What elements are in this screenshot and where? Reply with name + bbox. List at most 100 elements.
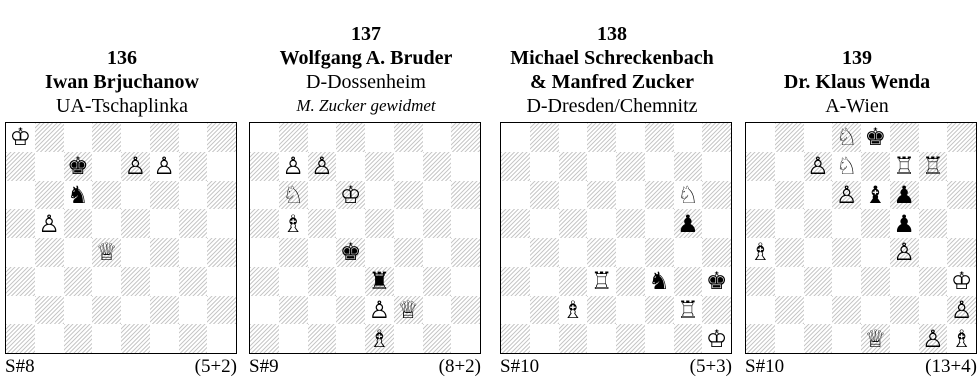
board-square bbox=[775, 238, 804, 267]
board-square bbox=[451, 181, 480, 210]
board-square bbox=[530, 181, 559, 210]
board-square bbox=[250, 267, 279, 296]
board-square bbox=[530, 296, 559, 325]
board-square bbox=[559, 324, 588, 353]
board-square bbox=[394, 267, 423, 296]
board-square bbox=[451, 296, 480, 325]
white-bishop-icon: ♗ bbox=[365, 324, 394, 353]
problem-author-line2: & Manfred Zucker bbox=[530, 70, 694, 94]
board-square bbox=[775, 152, 804, 181]
board-square bbox=[121, 181, 150, 210]
board-square bbox=[308, 296, 337, 325]
board-square bbox=[775, 296, 804, 325]
board-square bbox=[804, 181, 833, 210]
board-square bbox=[179, 209, 208, 238]
board-square bbox=[775, 209, 804, 238]
board-square bbox=[423, 152, 452, 181]
board-square bbox=[121, 238, 150, 267]
board-square bbox=[775, 181, 804, 210]
board-square bbox=[423, 181, 452, 210]
board-square bbox=[947, 209, 976, 238]
board-square bbox=[179, 123, 208, 152]
board-square bbox=[365, 181, 394, 210]
board-square bbox=[150, 296, 179, 325]
board-square bbox=[394, 324, 423, 353]
white-pawn-icon: ♙ bbox=[279, 152, 308, 181]
board-square bbox=[92, 152, 121, 181]
black-bishop-icon: ♝ bbox=[861, 181, 890, 210]
board-square bbox=[150, 267, 179, 296]
board-square bbox=[179, 181, 208, 210]
white-knight-icon: ♘ bbox=[832, 152, 861, 181]
piece-count: (13+4) bbox=[925, 356, 977, 378]
board-square bbox=[746, 267, 775, 296]
black-rook-icon: ♜ bbox=[365, 267, 394, 296]
board-square bbox=[587, 296, 616, 325]
board-square bbox=[35, 181, 64, 210]
board-square bbox=[35, 267, 64, 296]
black-king-icon: ♚ bbox=[336, 238, 365, 267]
board-square bbox=[423, 296, 452, 325]
board-square bbox=[336, 152, 365, 181]
board-square bbox=[6, 296, 35, 325]
board-square bbox=[179, 296, 208, 325]
board-square bbox=[394, 209, 423, 238]
black-king-icon: ♚ bbox=[702, 267, 731, 296]
board-square bbox=[250, 181, 279, 210]
white-pawn-icon: ♙ bbox=[832, 181, 861, 210]
board-square bbox=[501, 324, 530, 353]
board-square bbox=[616, 324, 645, 353]
board-square bbox=[250, 324, 279, 353]
board-square bbox=[250, 238, 279, 267]
board-square bbox=[250, 209, 279, 238]
board-square bbox=[6, 324, 35, 353]
board-square bbox=[207, 296, 236, 325]
white-pawn-icon: ♙ bbox=[365, 296, 394, 325]
white-bishop-icon: ♗ bbox=[746, 238, 775, 267]
board-square bbox=[616, 152, 645, 181]
board-square bbox=[64, 324, 93, 353]
board-square bbox=[645, 123, 674, 152]
board-square bbox=[559, 209, 588, 238]
white-bishop-icon: ♗ bbox=[947, 324, 976, 353]
board-square bbox=[6, 209, 35, 238]
board-square bbox=[501, 123, 530, 152]
board-square bbox=[250, 152, 279, 181]
board-square bbox=[919, 181, 948, 210]
board-square bbox=[616, 181, 645, 210]
board-square bbox=[645, 181, 674, 210]
board-square bbox=[746, 324, 775, 353]
board-square bbox=[947, 238, 976, 267]
white-king-icon: ♔ bbox=[947, 267, 976, 296]
board-square bbox=[6, 152, 35, 181]
board-square bbox=[92, 123, 121, 152]
black-knight-icon: ♞ bbox=[64, 181, 93, 210]
board-square bbox=[64, 267, 93, 296]
board-square bbox=[804, 123, 833, 152]
board-square bbox=[279, 238, 308, 267]
board-square bbox=[702, 296, 731, 325]
board-square bbox=[394, 152, 423, 181]
board-square bbox=[92, 267, 121, 296]
board-square bbox=[530, 123, 559, 152]
board-square bbox=[279, 296, 308, 325]
problem-footer: S#10 (5+3) bbox=[500, 356, 732, 378]
board-square bbox=[530, 238, 559, 267]
board-square bbox=[919, 209, 948, 238]
board-square bbox=[804, 209, 833, 238]
board-square bbox=[92, 181, 121, 210]
board-square bbox=[35, 324, 64, 353]
white-rook-icon: ♖ bbox=[890, 152, 919, 181]
board-square bbox=[616, 238, 645, 267]
piece-count: (5+2) bbox=[195, 356, 237, 378]
board-square bbox=[645, 209, 674, 238]
board-square bbox=[530, 209, 559, 238]
board-square bbox=[947, 152, 976, 181]
board-square bbox=[559, 238, 588, 267]
board-square bbox=[64, 209, 93, 238]
problem-author-line1: Michael Schreckenbach bbox=[510, 46, 714, 70]
board-square bbox=[336, 209, 365, 238]
white-bishop-icon: ♗ bbox=[279, 209, 308, 238]
white-knight-icon: ♘ bbox=[674, 181, 703, 210]
board-square bbox=[702, 152, 731, 181]
